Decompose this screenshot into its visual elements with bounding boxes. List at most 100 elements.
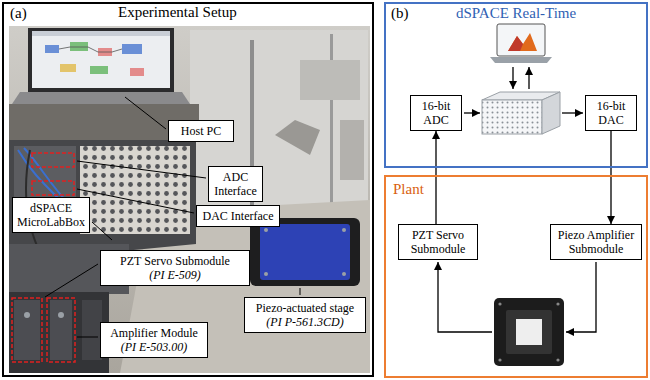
signal-connector: [435, 131, 436, 224]
label-text: ADC Interface: [213, 170, 258, 198]
lab-photo: [60, 64, 76, 72]
plant-stage-icon: [494, 298, 564, 366]
plant-region: PlantPZT Servo Submodule Piezo Amplifier …: [384, 175, 648, 378]
lab-photo: [18, 150, 60, 200]
lab-photo: [340, 120, 364, 180]
signal-connector: [610, 131, 611, 224]
dspace-device-icon: [542, 92, 560, 134]
lab-photo: [264, 272, 268, 276]
label-text: Piezo Amplifier Submodule: [555, 228, 637, 256]
lab-photo: [50, 300, 72, 360]
plant-stage-icon: [516, 319, 542, 345]
panel-title: Plant: [393, 181, 424, 198]
plant-stage-icon: [498, 302, 501, 305]
leader-line: [92, 222, 112, 240]
signal-arrow: [512, 67, 513, 89]
dspace-device-icon: [482, 100, 542, 134]
lab-photo: [260, 224, 350, 280]
panel-title: (b): [391, 5, 409, 22]
lab-photo: [9, 292, 109, 373]
leader-line: [125, 97, 166, 129]
model-number: (PI E-503.00): [105, 340, 203, 354]
lab-photo: [32, 31, 170, 88]
host-laptop-icon: [508, 36, 523, 51]
host-laptop-icon: [490, 57, 552, 63]
lab-photo: [9, 26, 370, 373]
signal-arrow: [562, 112, 583, 113]
dspace-device-icon: [482, 92, 560, 134]
highlight-box: [32, 153, 74, 167]
label-text: DAC Interface: [201, 209, 275, 223]
lab-photo: [59, 47, 122, 52]
callout-label: dSPACE MicroLabBox: [12, 197, 90, 233]
highlight-box: [47, 298, 75, 362]
model-number: (PI P-561.3CD): [249, 315, 361, 329]
lab-photo: [342, 272, 346, 276]
lab-photo: [300, 60, 360, 100]
lab-photo: [130, 68, 144, 76]
host-laptop-icon: [508, 33, 537, 51]
panel-title: Experimental Setup: [118, 4, 237, 21]
lab-photo: [264, 228, 268, 232]
process-box: Piezo Amplifier Submodule: [550, 224, 642, 260]
callout-label: PZT Servo Submodule(PI E-509): [100, 250, 250, 286]
plant-stage-icon: [556, 358, 559, 361]
signal-arrow: [566, 262, 596, 332]
lab-photo: [80, 146, 190, 234]
converter-box: 16-bit ADC: [410, 95, 462, 131]
converter-box: 16-bit DAC: [585, 95, 637, 131]
label-text: 16-bit DAC: [590, 99, 632, 127]
lab-photo: [275, 120, 320, 155]
lab-photo: [342, 228, 346, 232]
host-laptop-icon: [490, 24, 552, 63]
callout-label: DAC Interface: [196, 205, 280, 227]
model-number: (PI E-509): [105, 268, 245, 282]
lab-photo: [122, 44, 142, 54]
process-box: PZT Servo Submodule: [398, 224, 478, 260]
panel-title: (a): [10, 5, 27, 22]
leader-line: [300, 288, 301, 295]
plant-stage-icon: [494, 298, 564, 366]
highlight-box: [32, 181, 74, 195]
plant-stage-icon: [556, 302, 559, 305]
lab-photo: [28, 28, 174, 92]
label-text: dSPACE MicroLabBox: [17, 201, 85, 229]
callout-label: Piezo-actuated stage(PI P-561.3CD): [244, 297, 366, 333]
signal-arrow: [438, 262, 492, 332]
lab-photo: [14, 300, 40, 360]
label-text: 16-bit ADC: [415, 99, 457, 127]
setup-panel: (a) Experimental SetupHost PC ADC Interfac…: [2, 2, 374, 377]
host-laptop-icon: [497, 24, 545, 56]
callout-label: ADC Interface: [208, 166, 263, 202]
lab-photo: [58, 312, 64, 318]
highlight-box: [12, 298, 42, 362]
plant-stage-icon: [498, 358, 501, 361]
lab-photo: [12, 92, 190, 104]
label-text: Amplifier Module: [105, 326, 203, 340]
lab-photo: [24, 312, 30, 318]
lab-photo: [82, 300, 102, 360]
leader-line: [45, 264, 98, 297]
label-text: Piezo-actuated stage: [249, 301, 361, 315]
lab-photo: [70, 42, 88, 51]
highlight-box: [12, 153, 75, 362]
signal-arrow: [464, 112, 480, 113]
leader-line: [77, 161, 206, 178]
leader-line: [77, 189, 194, 213]
lab-photo: [90, 66, 108, 74]
plant-stage-icon: [506, 310, 552, 354]
lab-photo: [9, 26, 370, 373]
realtime-region: (b) dSPACE Real-Time 16-bit ADC 16-bit DAC: [384, 2, 648, 168]
panel-title: dSPACE Real-Time: [456, 5, 576, 22]
leader-line: [77, 337, 98, 338]
label-text: PZT Servo Submodule: [403, 228, 473, 256]
label-text: PZT Servo Submodule: [105, 254, 245, 268]
label-text: Host PC: [173, 124, 229, 138]
lab-photo: [32, 31, 170, 36]
lab-photo: [45, 45, 59, 53]
callout-label: Host PC: [168, 120, 234, 142]
callout-label: Amplifier Module(PI E-503.00): [100, 322, 208, 358]
lab-photo: [250, 218, 360, 286]
signal-arrow: [528, 67, 529, 89]
